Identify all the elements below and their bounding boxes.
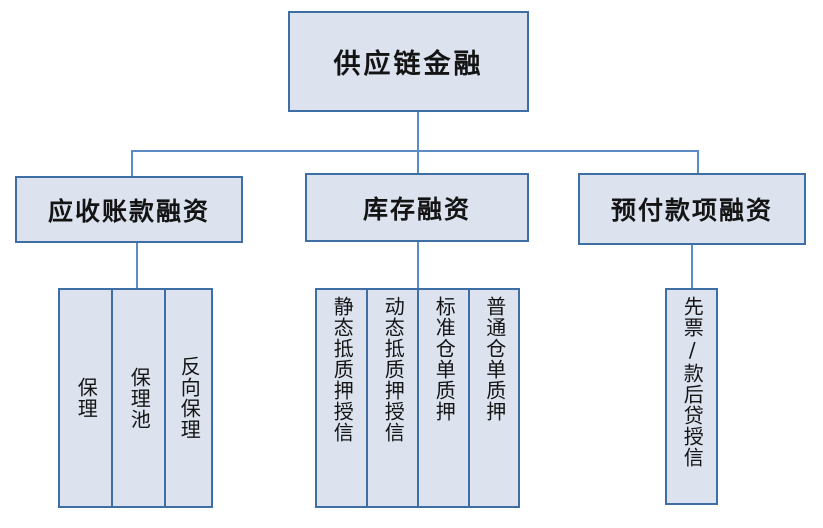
branch-node-inventory-financing[interactable]: 库存融资 bbox=[305, 173, 529, 242]
leaf-group-accounts-receivable: 保理 保理池 反向保理 bbox=[58, 288, 213, 508]
leaf-group-inventory: 静态抵质押授信 动态抵质押授信 标准仓单质押 普通仓单质押 bbox=[315, 288, 520, 508]
leaf-node-factoring[interactable]: 保理 bbox=[58, 288, 113, 508]
connector-branch-1-to-leaves bbox=[417, 242, 419, 288]
connector-bus-to-branch-1 bbox=[417, 150, 419, 174]
leaf-node-label: 静态抵质押授信 bbox=[330, 296, 355, 443]
root-node-supply-chain-finance[interactable]: 供应链金融 bbox=[288, 11, 529, 112]
connector-horizontal-bus bbox=[131, 150, 699, 152]
root-node-label: 供应链金融 bbox=[333, 49, 484, 80]
branch-node-accounts-receivable-financing[interactable]: 应收账款融资 bbox=[15, 176, 243, 243]
connector-bus-to-branch-0 bbox=[131, 150, 133, 176]
leaf-node-factoring-pool[interactable]: 保理池 bbox=[111, 288, 166, 508]
branch-node-label: 库存融资 bbox=[362, 194, 471, 224]
branch-node-label: 预付款项融资 bbox=[610, 196, 773, 225]
branch-node-prepayment-financing[interactable]: 预付款项融资 bbox=[578, 173, 806, 245]
leaf-node-label: 普通仓单质押 bbox=[482, 296, 507, 422]
leaf-node-label: 保理 bbox=[74, 377, 99, 419]
connector-branch-0-to-leaves bbox=[136, 243, 138, 288]
leaf-node-general-warehouse-receipt-pledge[interactable]: 普通仓单质押 bbox=[468, 288, 520, 508]
leaf-node-label: 先票/款后贷授信 bbox=[680, 296, 705, 468]
leaf-node-label: 标准仓单质押 bbox=[432, 296, 457, 422]
branch-node-label: 应收账款融资 bbox=[47, 196, 210, 226]
connector-root-stem bbox=[417, 112, 419, 152]
leaf-node-prepaid-bill-credit[interactable]: 先票/款后贷授信 bbox=[665, 288, 718, 505]
leaf-node-standard-warehouse-receipt-pledge[interactable]: 标准仓单质押 bbox=[417, 288, 470, 508]
connector-branch-2-to-leaves bbox=[691, 245, 693, 288]
leaf-node-label: 动态抵质押授信 bbox=[381, 296, 406, 443]
leaf-node-static-pledge-credit[interactable]: 静态抵质押授信 bbox=[315, 288, 368, 508]
leaf-node-dynamic-pledge-credit[interactable]: 动态抵质押授信 bbox=[366, 288, 419, 508]
leaf-node-label: 反向保理 bbox=[177, 356, 202, 440]
leaf-node-label: 保理池 bbox=[127, 366, 152, 430]
leaf-node-reverse-factoring[interactable]: 反向保理 bbox=[164, 288, 213, 508]
connector-bus-to-branch-2 bbox=[697, 150, 699, 174]
leaf-group-prepayment: 先票/款后贷授信 bbox=[665, 288, 718, 505]
